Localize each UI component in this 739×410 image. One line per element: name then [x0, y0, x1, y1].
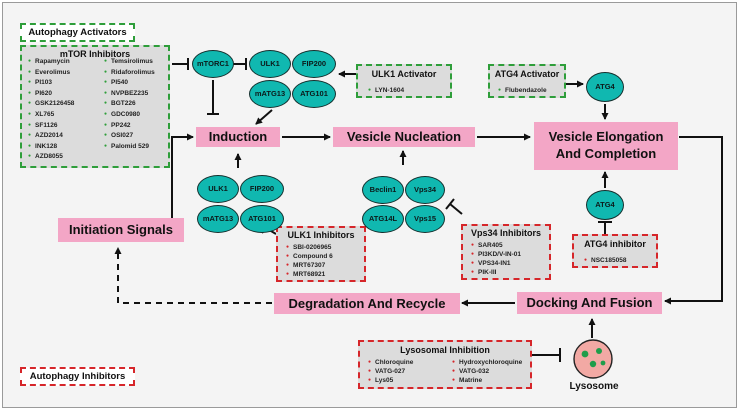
lysosomal-item: Chloroquine [368, 359, 413, 366]
atg4-inhibitor-title: ATG4 inhibitor [584, 239, 646, 249]
stage-induction: Induction [196, 127, 280, 147]
beclin1-oval: Beclin1 [362, 176, 404, 204]
mtor-inhibitor-item: Temsirolimus [104, 58, 153, 65]
vps34-inhibitors-title: Vps34 Inhibitors [470, 228, 541, 238]
mtor-inhibitor-item: PP242 [104, 122, 131, 129]
mtor-inhibitor-item: NVPBEZ235 [104, 90, 148, 97]
lysosome-icon [573, 339, 613, 379]
vps34-inhibitor-item: VPS34-IN1 [471, 260, 511, 267]
lysosome-label: Lysosome [569, 381, 619, 392]
ulk1-inhibitor-item: MRT67307 [286, 262, 325, 269]
lysosomal-item: Matrine [452, 377, 482, 384]
vps34-oval: Vps34 [405, 176, 445, 204]
atg4-activator-item: Flubendazole [498, 87, 547, 94]
lysosomal-item: Lys05 [368, 377, 393, 384]
matg13-oval-mid: mATG13 [197, 205, 239, 233]
mtor-inhibitor-item: OSI027 [104, 132, 133, 139]
ulk1-oval-mid: ULK1 [197, 175, 239, 203]
mtor-inhibitor-item: SF1126 [28, 122, 57, 129]
legend-activators: Autophagy Activators [20, 23, 135, 42]
legend-inhibitors-label: Autophagy Inhibitors [29, 371, 126, 382]
elongation-line2: And Completion [555, 146, 657, 161]
ulk1-inhibitor-item: Compound 6 [286, 253, 333, 260]
initiation-to-induction-arrow [171, 133, 194, 218]
ulk1-inhibitor-item: SBI-0206965 [286, 244, 331, 251]
elongation-line1: Vesicle Elongation [548, 129, 664, 144]
stage-vesicle-elongation: Vesicle Elongation And Completion [534, 122, 678, 170]
ulk1-to-induction-arrow [255, 109, 273, 125]
vps34-inhibitors-panel: Vps34 Inhibitors SAR405 PI3KD/V-IN-01 VP… [461, 224, 551, 280]
mtor-inhibitor-item: PI540 [104, 79, 128, 86]
vps34-inhibitor-item: SAR405 [471, 242, 503, 249]
stage-docking-fusion: Docking And Fusion [517, 292, 662, 314]
fip200-oval-top: FIP200 [292, 50, 336, 78]
atg4-activator-title: ATG4 Activator [494, 69, 560, 79]
vps34-inhibitor-item: PI3KD/V-IN-01 [471, 251, 521, 258]
vps34-inhibitor-line [449, 203, 463, 215]
lysosomal-item: Hydroxychloroquine [452, 359, 522, 366]
mtor-inhibitor-item: AZD8055 [28, 153, 63, 160]
fip200-oval-mid: FIP200 [240, 175, 284, 203]
atg14l-oval: ATG14L [362, 205, 404, 233]
lysosomal-inhibition-title: Lysosomal Inhibition [400, 345, 490, 355]
mtor-inhibitor-item: Palomid 529 [104, 143, 149, 150]
mtor-inhibitor-item: Ridaforolimus [104, 69, 155, 76]
mtor-inhibitor-item: AZD2014 [28, 132, 63, 139]
atg101-oval-mid: ATG101 [240, 205, 284, 233]
mtor-inhibitor-item: XL765 [28, 111, 54, 118]
ulk1-activator-title: ULK1 Activator [371, 69, 437, 79]
vps34-inhibitor-bar [445, 198, 455, 210]
atg4-inhibitor-item: NSC185058 [584, 257, 626, 264]
ulk1-oval-top: ULK1 [249, 50, 291, 78]
mtor-inhibitor-item: BGT226 [104, 100, 136, 107]
atg101-oval-top: ATG101 [292, 80, 336, 108]
ulk1-inhibitors-title: ULK1 Inhibitors [287, 230, 355, 240]
mtor-inhibitor-item: GSK2126458 [28, 100, 74, 107]
legend-inhibitors: Autophagy Inhibitors [20, 367, 135, 386]
atg4-inhibitor-panel: ATG4 inhibitor NSC185058 [572, 234, 658, 268]
ulk1-activator-item: LYN-1604 [368, 87, 404, 94]
mtor-inhibitor-item: Everolimus [28, 69, 70, 76]
lysosomal-item: VATG-032 [452, 368, 489, 375]
atg4-oval-top: ATG4 [586, 72, 624, 102]
legend-activators-label: Autophagy Activators [28, 27, 127, 38]
atg4-activator-panel: ATG4 Activator Flubendazole [488, 64, 566, 98]
stage-initiation-signals: Initiation Signals [58, 218, 184, 242]
degradation-to-initiation-arrow [114, 247, 272, 304]
mtor-inhibitor-item: INK128 [28, 143, 57, 150]
lysosomal-item: VATG-027 [368, 368, 405, 375]
stage-degradation: Degradation And Recycle [274, 293, 460, 314]
vps34-inhibitor-item: PIK-III [471, 269, 496, 276]
mtorc1-oval: mTORC1 [192, 50, 234, 78]
vps15-oval: Vps15 [405, 205, 445, 233]
mtor-inhibitor-item: GDC0980 [104, 111, 140, 118]
mtor-inhibitor-item: PI620 [28, 90, 52, 97]
ulk1-inhibitor-item: MRT68921 [286, 271, 325, 278]
lysosomal-inhibition-panel: Lysosomal Inhibition Chloroquine VATG-02… [358, 340, 532, 389]
atg4-oval-mid: ATG4 [586, 190, 624, 220]
mtor-inhibitors-title: mTOR Inhibitors [59, 49, 131, 59]
elongation-to-docking-arrow [664, 136, 723, 305]
mtor-inhibitor-item: PI103 [28, 79, 52, 86]
mtor-inhibitor-item: Rapamycin [28, 58, 70, 65]
ulk1-inhibitors-panel: ULK1 Inhibitors SBI-0206965 Compound 6 M… [276, 226, 366, 282]
matg13-oval-top: mATG13 [249, 80, 291, 108]
stage-vesicle-nucleation: Vesicle Nucleation [333, 127, 475, 147]
ulk1-activator-panel: ULK1 Activator LYN-1604 [356, 64, 452, 98]
